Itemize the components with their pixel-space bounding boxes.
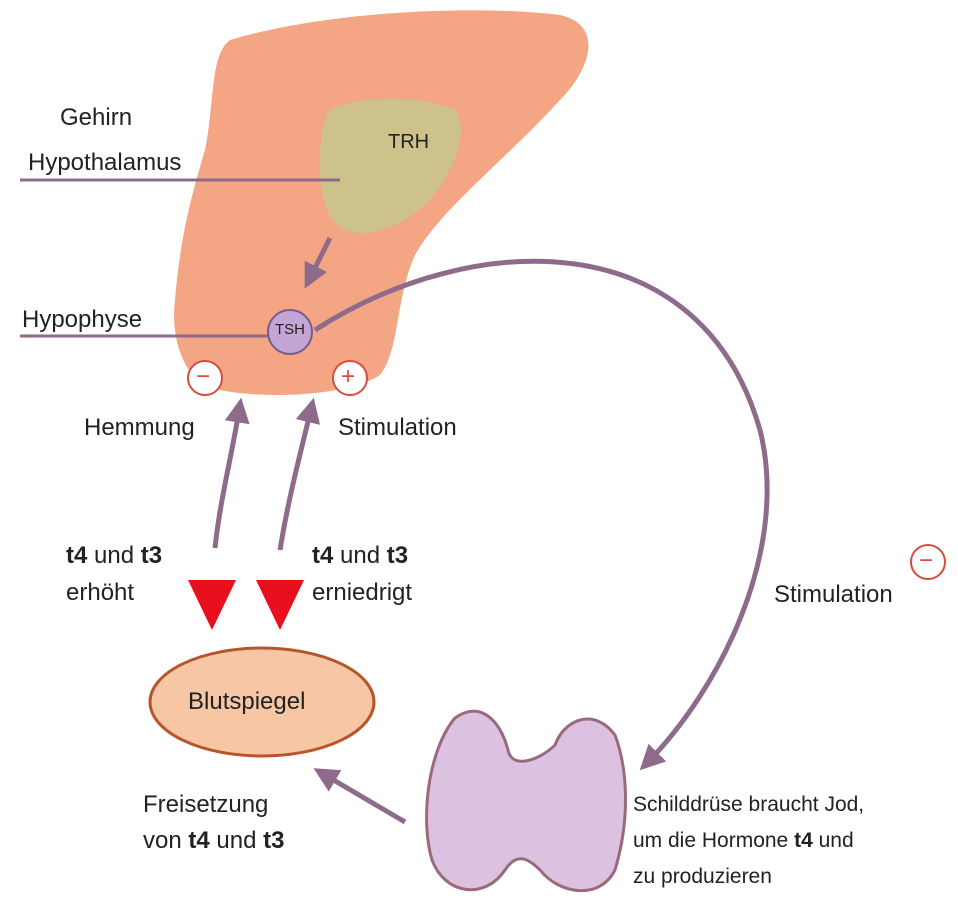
t3-text: t3 xyxy=(263,827,284,854)
t3-text: t3 xyxy=(141,542,162,569)
label-hypophyse: Hypophyse xyxy=(22,305,142,335)
t4-text: t4 xyxy=(794,829,813,852)
und-text: und xyxy=(813,829,854,852)
thyroid-gland xyxy=(427,711,626,890)
label-hypothalamus: Hypothalamus xyxy=(28,148,181,178)
und-text: und xyxy=(87,542,140,569)
right-minus-sign: − xyxy=(919,546,933,576)
label-release-line2: von t4 und t3 xyxy=(143,826,284,856)
red-arrow-low xyxy=(256,580,304,630)
minus-sign: − xyxy=(196,362,210,392)
t4-text: t4 xyxy=(312,542,333,569)
label-thyroid-line1: Schilddrüse braucht Jod, xyxy=(633,790,864,820)
label-low-line1: t4 und t3 xyxy=(312,541,408,571)
red-arrow-high xyxy=(188,580,236,630)
label-release-line1: Freisetzung xyxy=(143,790,268,820)
label-stimulation-right: Stimulation xyxy=(774,580,893,610)
von-text: von xyxy=(143,827,188,854)
um-die-hormone-text: um die Hormone xyxy=(633,829,794,852)
t3-text: t3 xyxy=(387,542,408,569)
t4-text: t4 xyxy=(188,827,209,854)
plus-sign: + xyxy=(341,362,355,392)
label-blutspiegel: Blutspiegel xyxy=(188,687,305,717)
t4-text: t4 xyxy=(66,542,87,569)
und-text: und xyxy=(210,827,263,854)
label-thyroid-line2: um die Hormone t4 und xyxy=(633,826,854,856)
label-hemmung: Hemmung xyxy=(84,413,195,443)
label-stimulation-top: Stimulation xyxy=(338,413,457,443)
label-trh: TRH xyxy=(388,127,429,157)
label-tsh: TSH xyxy=(275,320,305,340)
label-low-line2: erniedrigt xyxy=(312,578,412,608)
release-arrow xyxy=(320,772,405,822)
label-gehirn: Gehirn xyxy=(60,103,132,133)
label-thyroid-line3: zu produzieren xyxy=(633,862,772,892)
feedback-arrow-hemmung xyxy=(215,405,240,548)
feedback-arrow-stimulation xyxy=(280,405,312,550)
label-high-line2: erhöht xyxy=(66,578,134,608)
label-high-line1: t4 und t3 xyxy=(66,541,162,571)
und-text: und xyxy=(333,542,386,569)
